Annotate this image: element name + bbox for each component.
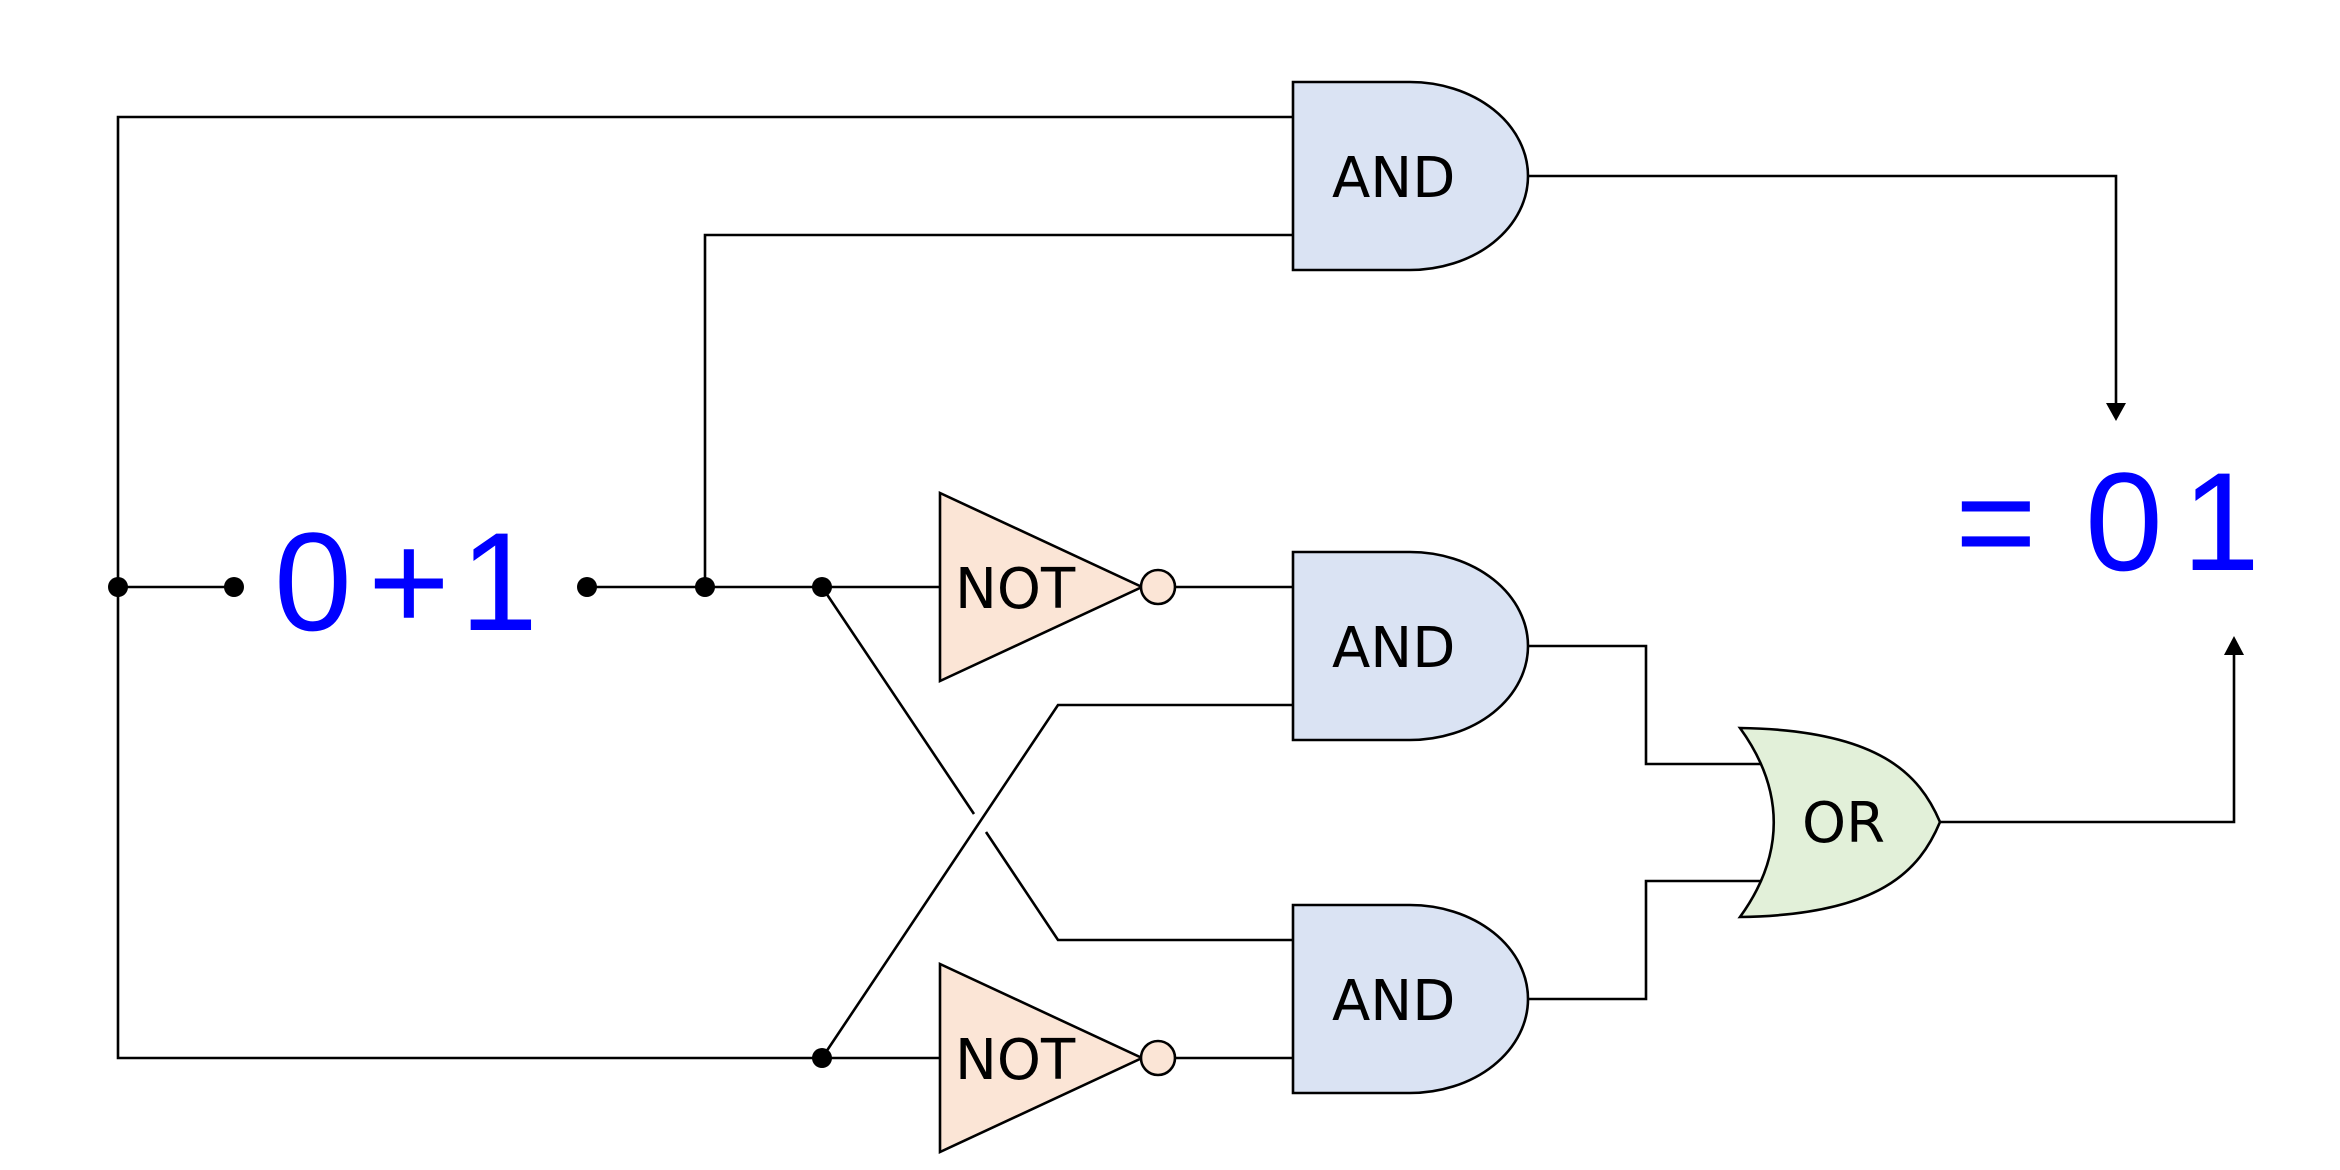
terminal-a [224, 577, 244, 597]
wire-a-to-and-top [116, 115, 1293, 1060]
not-gate-shape [938, 490, 1146, 684]
carry-output: 0 [2085, 443, 2163, 600]
and-gate-label: AND [1332, 969, 1455, 1034]
wire-a-cross-to-and-middle [820, 703, 1293, 1059]
or-gate: OR [1737, 726, 1942, 919]
and-gate-label: AND [1332, 616, 1455, 681]
wires [116, 115, 2244, 1060]
wire-and-middle-to-or [1528, 644, 1762, 766]
result: = 0 1 [1955, 443, 2260, 600]
and-gate-middle: AND [1291, 550, 1530, 742]
or-gate-label: OR [1802, 791, 1885, 856]
or-gate-shape [1737, 726, 1942, 919]
wire-b-cross-to-and-bottom-part2 [984, 831, 1293, 942]
not-gate-shape [938, 961, 1146, 1155]
sum-output: 1 [2182, 443, 2260, 600]
junction-a-bus [108, 577, 128, 597]
arrow-sum [2224, 636, 2244, 655]
terminal-b [577, 577, 597, 597]
and-gate-top: AND [1291, 80, 1530, 272]
junction-b-top [695, 577, 715, 597]
expression: 0 + 1 [274, 503, 538, 660]
and-gate-bottom: AND [1291, 903, 1530, 1095]
input-b-value: 1 [460, 503, 538, 660]
not-gate-bottom: NOT [938, 961, 1177, 1155]
wire-or-to-sum [1940, 653, 2236, 824]
junctions [108, 577, 832, 1068]
not-gate-bubble [1139, 1039, 1177, 1077]
and-gate-label: AND [1332, 146, 1455, 211]
wire-and-top-to-carry [1528, 174, 2118, 405]
junction-a-cross [812, 1048, 832, 1068]
not-gate-top: NOT [938, 490, 1177, 684]
not-gate-label: NOT [955, 557, 1076, 622]
equals-sign: = [1955, 443, 2037, 600]
input-a-value: 0 [274, 503, 352, 660]
arrow-carry [2106, 403, 2126, 421]
and-gate-shape [1291, 550, 1530, 742]
and-gate-shape [1291, 903, 1530, 1095]
wire-b-to-and-top [703, 233, 1293, 587]
junction-b-cross [812, 577, 832, 597]
and-gate-shape [1291, 80, 1530, 272]
not-gate-bubble [1139, 568, 1177, 606]
wire-and-bottom-to-or [1528, 879, 1762, 1001]
wire-b-cross-to-and-bottom-part1 [820, 586, 976, 815]
plus-operator: + [368, 503, 450, 660]
not-gate-label: NOT [955, 1028, 1076, 1093]
